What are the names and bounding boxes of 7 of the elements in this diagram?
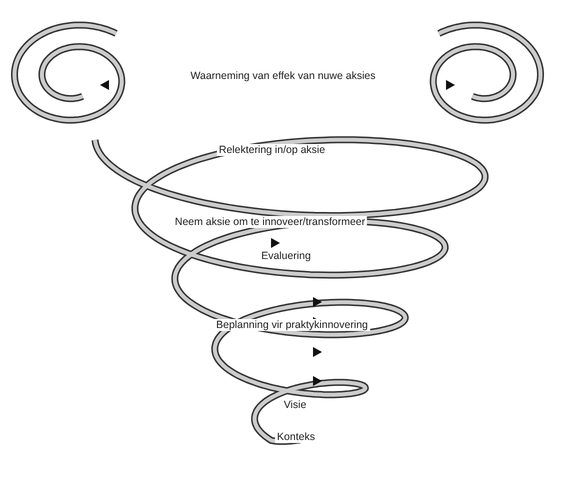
stage-label: Visie [282, 399, 308, 411]
stage-label: Konteks [275, 431, 317, 443]
stage-label: Relektering in/op aksie [216, 144, 328, 156]
stage-label: Waarneming van effek van nuwe aksies [188, 70, 378, 82]
stage-label: Neem aksie om te innoveer/transformeer [172, 216, 368, 228]
stage-label: Evaluering [259, 250, 313, 262]
stage-label: Beplanning vir praktykinnovering [214, 319, 370, 331]
